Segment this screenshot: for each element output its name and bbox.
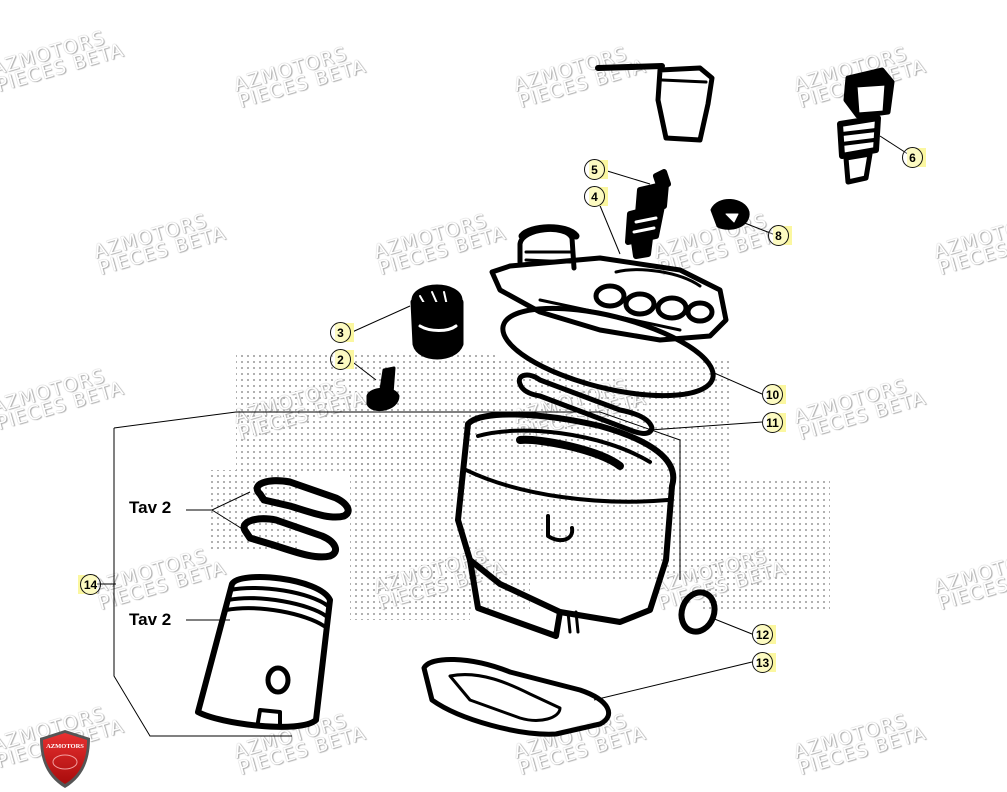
cylinder	[455, 411, 677, 639]
base-gasket	[421, 657, 612, 737]
cap-nut	[710, 199, 750, 230]
spark-plug	[625, 169, 671, 259]
callout-5[interactable]: 5	[584, 159, 608, 180]
piston	[195, 574, 333, 730]
callout-11[interactable]: 11	[762, 412, 786, 433]
azmotors-logo: AZMOTORS	[40, 730, 90, 788]
head-gasket-ring	[516, 372, 655, 436]
label-tav2-rings: Tav 2	[129, 498, 172, 517]
spark-plug-cap	[595, 63, 715, 143]
callout-13[interactable]: 13	[752, 652, 776, 673]
callout-10[interactable]: 10	[762, 384, 786, 405]
head-o-ring	[500, 305, 716, 399]
callout-12[interactable]: 12	[752, 624, 776, 645]
screw	[366, 366, 400, 412]
svg-text:AZMOTORS: AZMOTORS	[46, 743, 84, 750]
callout-6[interactable]: 6	[902, 147, 926, 168]
small-o-ring	[678, 589, 718, 635]
callout-4[interactable]: 4	[584, 186, 608, 207]
piston-rings	[240, 477, 352, 561]
label-tav2-piston: Tav 2	[129, 610, 172, 629]
temperature-sensor	[837, 67, 895, 185]
callout-2[interactable]: 2	[330, 349, 354, 370]
callout-8[interactable]: 8	[768, 225, 792, 246]
callout-3[interactable]: 3	[330, 322, 354, 343]
cylinder-head	[489, 224, 729, 343]
thermostat-cap	[410, 284, 464, 360]
callout-14[interactable]: 14	[78, 574, 101, 595]
